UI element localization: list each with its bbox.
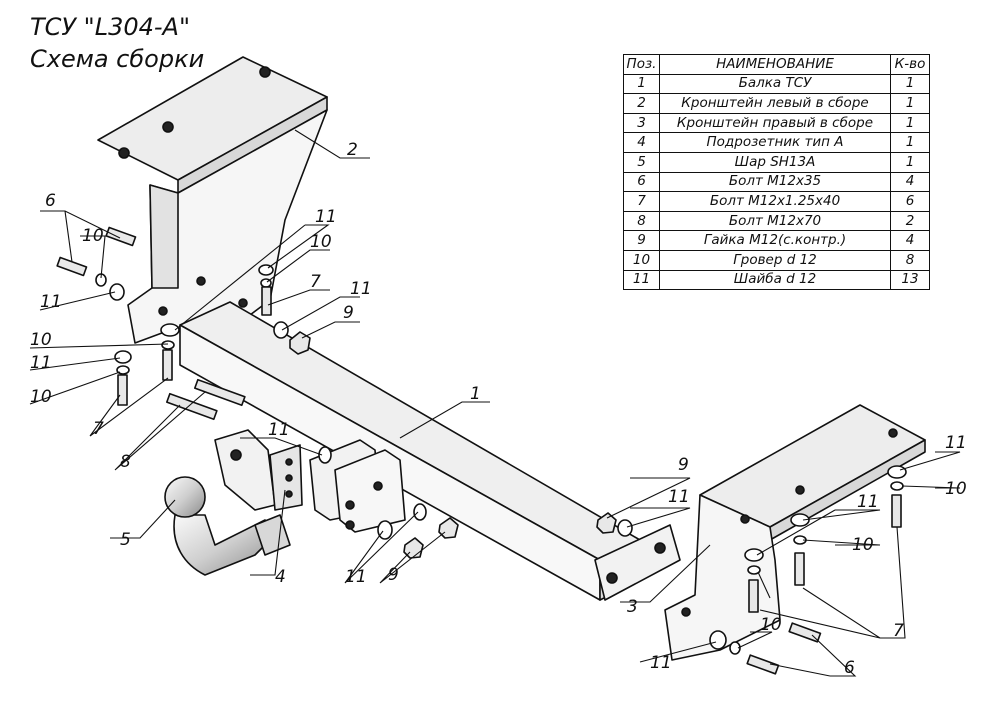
callout-10-right-mid: 10	[852, 535, 874, 555]
callout-9-bottom: 9	[388, 565, 399, 585]
right-bracket	[664, 404, 926, 661]
callout-11-bottom: 11	[345, 567, 367, 587]
callout-2: 2	[347, 140, 358, 160]
callout-11-right-top: 11	[945, 433, 967, 453]
row-name: Гайка М12(с.контр.)	[659, 230, 891, 251]
callout-9-top: 9	[343, 303, 354, 323]
callout-11-left-top: 11	[40, 292, 62, 312]
callout-6-right: 6	[844, 658, 855, 678]
callout-7-left: 7	[93, 419, 104, 439]
callout-6-left: 6	[45, 191, 56, 211]
row-name: Шар SH13A	[659, 151, 891, 173]
callout-7-top: 7	[310, 272, 321, 292]
callout-11-mid-left: 11	[30, 353, 52, 373]
callout-1: 1	[470, 384, 481, 404]
callout-labels: 2 1 3 4 5 6 6 7 7 7 8 9 9 9 10 10 10 10 …	[30, 140, 967, 678]
callout-7-right: 7	[893, 621, 904, 641]
callout-4: 4	[275, 567, 286, 587]
socket-plate	[214, 429, 303, 511]
leader-lines	[29, 129, 961, 677]
callout-3: 3	[627, 597, 638, 617]
callout-10-top: 10	[310, 232, 332, 252]
callout-10-right-bottom: 10	[760, 615, 782, 635]
callout-11-center: 11	[268, 420, 290, 440]
row-quantity: 13	[890, 269, 930, 291]
row-quantity: 8	[890, 249, 930, 271]
row-position: 11	[623, 269, 660, 291]
row-name: Шайба d 12	[659, 269, 891, 291]
callout-11-right-mid: 11	[857, 492, 879, 512]
row-name: Подрозетник тип А	[659, 132, 891, 153]
diagram-subtitle: Схема сборки	[30, 45, 205, 73]
callout-5: 5	[120, 530, 131, 550]
row-name: Кронштейн левый в сборе	[659, 93, 891, 114]
tow-beam	[179, 301, 681, 601]
row-quantity: 1	[890, 151, 930, 173]
callout-10-left-top: 10	[82, 226, 104, 246]
callout-9-right: 9	[678, 455, 689, 475]
callout-8: 8	[120, 452, 131, 472]
callout-11-top: 11	[315, 207, 337, 227]
callout-10-right-top: 10	[945, 479, 967, 499]
row-name: Болт М12х35	[659, 171, 891, 193]
diagram-title: ТСУ "L304-A"	[30, 13, 191, 41]
parts-table-header: Поз. НАИМЕНОВАНИЕ К-во	[623, 54, 930, 75]
callout-11-center-right: 11	[668, 487, 690, 507]
row-name: Гровер d 12	[659, 249, 891, 271]
callout-11-right-bottom: 11	[650, 653, 672, 673]
header-position: Поз.	[623, 54, 660, 75]
left-bracket	[97, 56, 328, 344]
callout-10-left: 10	[30, 387, 52, 407]
callout-10-mid-left: 10	[30, 330, 52, 350]
callout-11-top-right: 11	[350, 279, 372, 299]
